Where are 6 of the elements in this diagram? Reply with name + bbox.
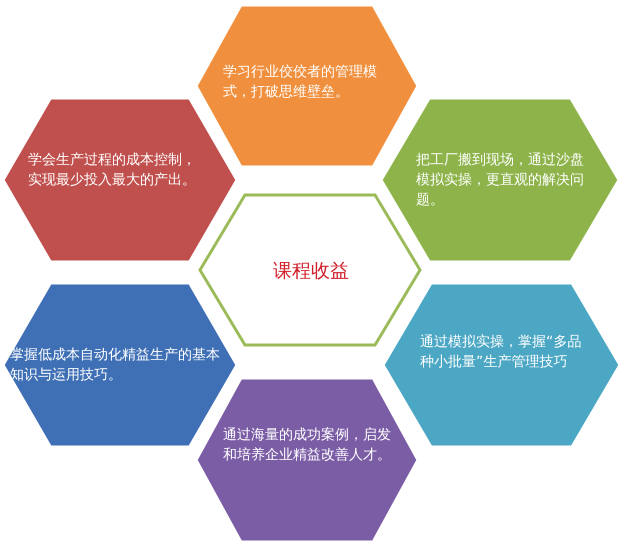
hexagon-text: 通过海量的成功案例，启发和培养企业精益改善人才。	[223, 426, 392, 465]
hexagon-text: 课程收益	[272, 259, 350, 284]
hexagon-text: 学会生产过程的成本控制，实现最少投入最大的产出。	[28, 151, 197, 190]
hexagon-text: 把工厂搬到现场，通过沙盘模拟实操，更直观的解决问题。	[416, 151, 584, 210]
hexagon-text: 通过模拟实操，掌握“多品种小批量”生产管理技巧	[420, 333, 582, 372]
hexagon-text: 学习行业佼佼者的管理模式，打破思维壁垒。	[223, 63, 378, 102]
